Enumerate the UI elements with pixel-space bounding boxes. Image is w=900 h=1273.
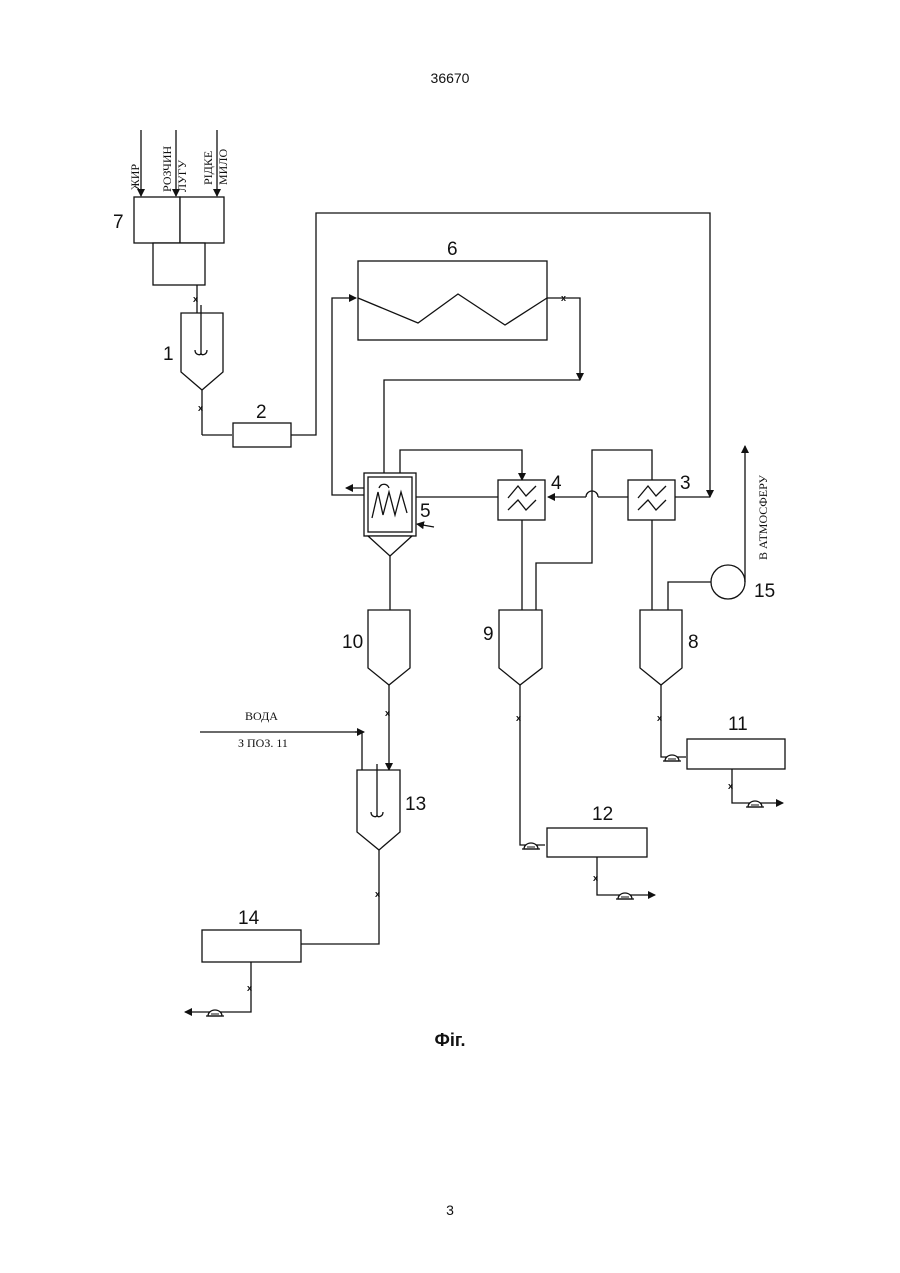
unit-4-cyclone — [498, 480, 545, 520]
pump-icon — [206, 1010, 224, 1016]
pump-icon — [616, 893, 634, 899]
valve-icon: x — [385, 708, 390, 718]
unit-6-dryer — [358, 261, 547, 340]
unit-15-label: 15 — [754, 581, 775, 602]
valve-icon: x — [728, 781, 733, 791]
water-label-line1: ВОДА — [245, 709, 278, 723]
unit-13-mixer — [357, 764, 400, 850]
unit-6-label: 6 — [447, 239, 458, 260]
unit-1-label: 1 — [163, 344, 174, 365]
unit-10-tank — [368, 610, 410, 685]
unit-14-label: 14 — [238, 908, 260, 929]
unit-3-cyclone — [628, 480, 675, 520]
unit-14-tank — [202, 930, 301, 962]
page-number-bottom: 3 — [0, 1202, 900, 1218]
water-label-line2: З ПОЗ. 11 — [238, 736, 288, 750]
unit-12-label: 12 — [592, 804, 613, 825]
valve-icon: x — [247, 983, 252, 993]
unit-11-tank — [687, 739, 785, 769]
pipe-6-to-5 — [547, 298, 580, 380]
unit-8-tank — [640, 610, 682, 685]
pipe-2-to-3 — [291, 213, 710, 497]
unit-2-heater — [233, 423, 291, 447]
unit-5-label: 5 — [420, 501, 431, 522]
unit-8-label: 8 — [688, 632, 699, 653]
unit-2-label: 2 — [256, 402, 267, 423]
input-label-alkali-line1: РОЗЧИН — [160, 145, 174, 192]
pump-icon — [522, 843, 540, 849]
unit-12-tank — [547, 828, 647, 857]
valve-icon: x — [516, 713, 521, 723]
valve-icon: x — [193, 294, 198, 304]
atmosphere-label: В АТМОСФЕРУ — [756, 475, 770, 560]
valve-icon: x — [375, 889, 380, 899]
valve-icon: x — [657, 713, 662, 723]
unit-7-dosing-tanks — [134, 197, 224, 285]
pipe-5-to-4 — [400, 450, 522, 480]
unit-5-reactor — [364, 473, 416, 556]
input-label-fat: ЖИР — [128, 164, 142, 190]
unit-13-label: 13 — [405, 794, 426, 815]
input-label-alkali-line2: ЛУГУ — [175, 159, 189, 192]
unit-9-label: 9 — [483, 624, 494, 645]
valve-icon: x — [593, 873, 598, 883]
unit-10-label: 10 — [342, 632, 363, 653]
unit-11-label: 11 — [728, 714, 748, 735]
unit-15-fan — [711, 565, 745, 599]
unit-3-label: 3 — [680, 473, 691, 494]
unit-4-label: 4 — [551, 473, 562, 494]
figure-caption: Фіг. — [0, 1030, 900, 1051]
valve-icon: x — [198, 403, 203, 413]
valve-icon: x — [561, 293, 566, 303]
unit-1-mixer — [181, 305, 223, 390]
pump-icon — [663, 755, 681, 761]
pump-icon — [746, 801, 764, 807]
input-label-soap-line2: МИЛО — [216, 149, 230, 185]
unit-9-tank — [499, 610, 542, 685]
unit-7-label: 7 — [113, 212, 124, 233]
input-label-soap-line1: РІДКЕ — [201, 151, 215, 185]
